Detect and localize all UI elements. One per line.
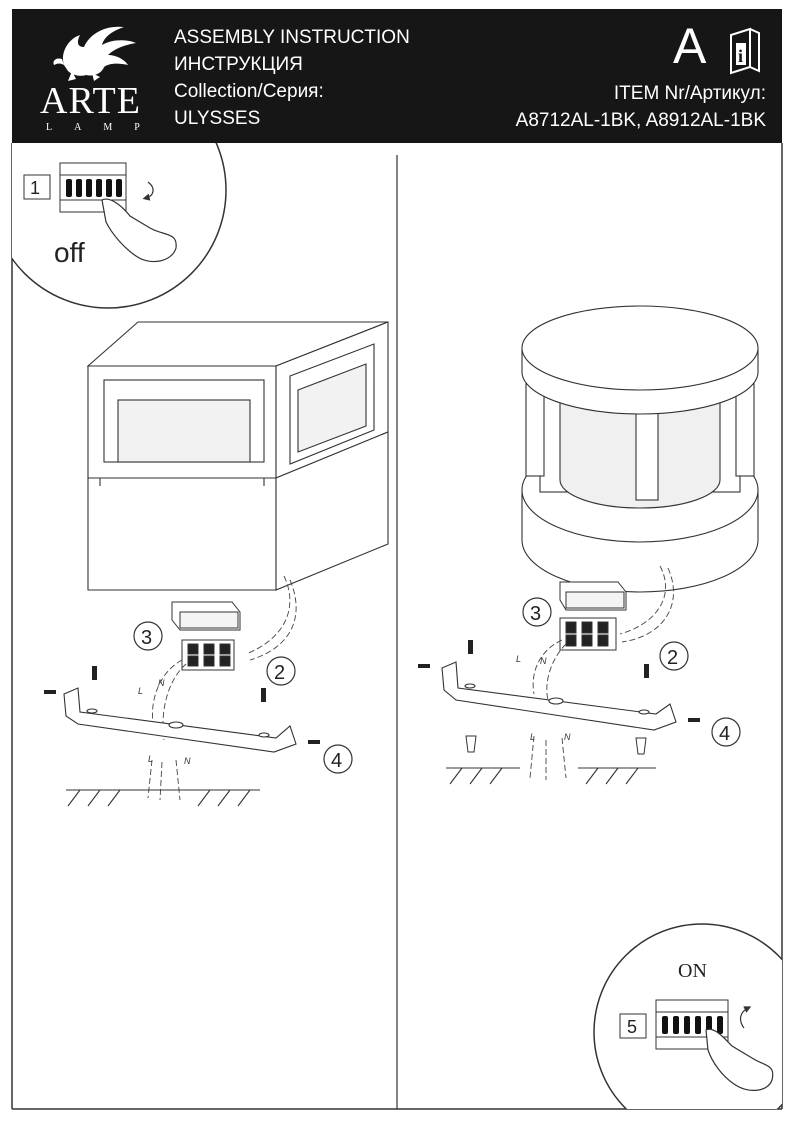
right-mounting-bracket	[441, 661, 677, 731]
svg-text:2: 2	[274, 662, 285, 684]
right-callout-3: 3	[522, 597, 552, 627]
step1-number: 1	[30, 178, 40, 198]
left-wire-l: L	[138, 686, 143, 696]
step1-label: off	[54, 237, 85, 268]
header-bar: ARTE LAMP ASSEMBLY INSTRUCTION ИНСТРУКЦИ…	[12, 9, 782, 143]
step5-label: ON	[678, 960, 707, 982]
section-letter: A	[673, 18, 707, 74]
right-wire-n: N	[540, 656, 547, 666]
left-wire-n: N	[158, 678, 165, 688]
right-callout-2: 2	[659, 641, 689, 671]
step5-number: 5	[627, 1017, 637, 1037]
left-wire-n-lower: N	[184, 756, 191, 766]
instruction-book-icon: i	[730, 27, 760, 75]
svg-text:4: 4	[719, 723, 730, 745]
svg-text:2: 2	[667, 647, 678, 669]
right-anchors	[465, 735, 647, 755]
right-callout-4: 4	[711, 717, 741, 747]
step1-number-box	[23, 174, 51, 200]
collection-label: Collection/Серия:	[174, 81, 324, 102]
round-lamp	[521, 305, 759, 593]
left-callout-3: 3	[133, 621, 163, 651]
square-lamp	[86, 321, 389, 591]
logo-name: ARTE	[40, 80, 141, 122]
collection-name: ULYSSES	[174, 108, 261, 129]
right-ground	[446, 767, 656, 785]
left-ground	[66, 789, 260, 807]
title-en: ASSEMBLY INSTRUCTION	[174, 27, 410, 48]
right-screws	[418, 640, 700, 722]
svg-text:3: 3	[141, 627, 152, 649]
title-ru: ИНСТРУКЦИЯ	[174, 54, 303, 75]
griffin-logo-icon	[53, 26, 136, 81]
left-terminal-block	[171, 601, 241, 671]
svg-text:i: i	[738, 46, 743, 66]
item-codes: A8712AL-1BK, A8912AL-1BK	[515, 110, 766, 131]
step5-switch-on	[593, 923, 782, 1109]
right-wire-l: L	[516, 654, 521, 664]
svg-text:4: 4	[331, 750, 342, 772]
step5-number-box	[619, 1013, 647, 1039]
step1-switch-off	[12, 143, 227, 309]
right-wires	[529, 565, 674, 780]
left-screws	[44, 666, 320, 744]
logo-subtitle: LAMP	[46, 122, 162, 133]
left-callout-2: 2	[266, 656, 296, 686]
right-wire-l-lower: L	[530, 732, 535, 742]
svg-text:3: 3	[530, 603, 541, 625]
left-wire-l-lower: L	[148, 754, 153, 764]
left-mounting-bracket	[63, 687, 297, 753]
right-wire-n-lower: N	[564, 732, 571, 742]
right-terminal-block	[559, 581, 627, 651]
item-label: ITEM Nr/Артикул:	[613, 83, 766, 104]
left-callout-4: 4	[323, 744, 353, 774]
